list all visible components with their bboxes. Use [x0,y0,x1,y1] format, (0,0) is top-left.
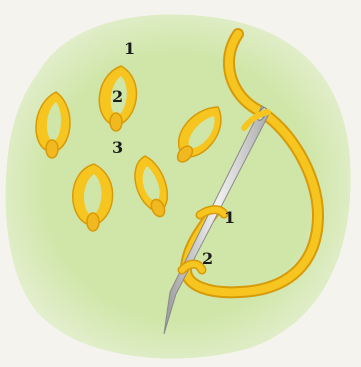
step-label-2: 2 [112,89,123,105]
step-label-3: 3 [112,140,123,156]
needle-label-1: 1 [224,210,235,226]
step-label-1: 1 [124,41,135,57]
fabric-background [6,14,351,358]
needle-label-2: 2 [202,251,213,267]
